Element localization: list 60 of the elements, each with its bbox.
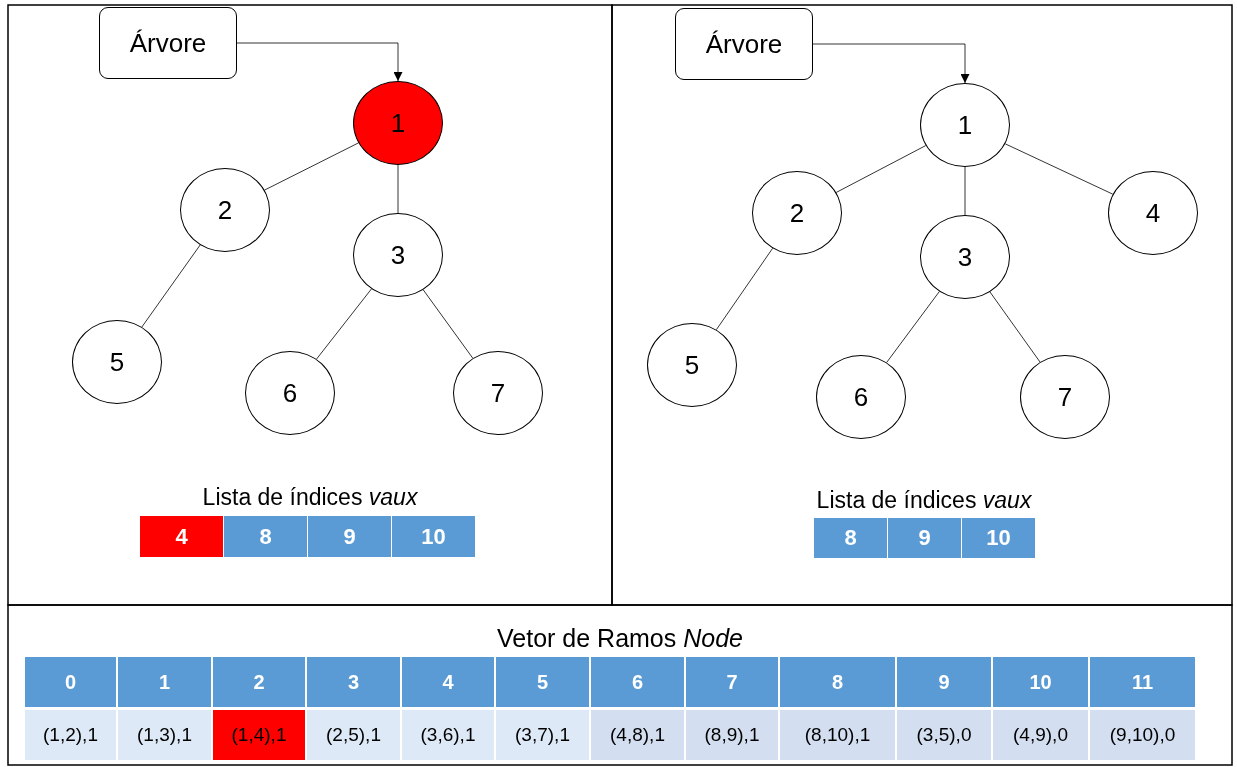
header-cell: 1: [118, 657, 211, 707]
connector-line: [716, 247, 773, 331]
branch-cell: (9,10),0: [1090, 710, 1195, 760]
tree-node-circle: 7: [1020, 355, 1110, 439]
tree-label-box: Árvore: [99, 7, 237, 79]
tree-node-circle: 2: [180, 168, 270, 252]
tree-node-circle: 5: [647, 323, 737, 407]
branch-cell: (1,3),1: [118, 710, 211, 760]
tree-node-circle: 1: [353, 81, 443, 165]
branch-cell: (1,2),1: [25, 710, 116, 760]
branch-cell: (3,7),1: [496, 710, 589, 760]
branch-cell: (8,9),1: [686, 710, 778, 760]
tree-node-circle: 3: [920, 215, 1010, 299]
tree-node-circle: 6: [245, 351, 335, 435]
tree-node-circle: 1: [920, 83, 1010, 167]
index-cell: 10: [392, 516, 475, 557]
header-cell: 3: [307, 657, 400, 707]
connector-line: [886, 291, 940, 363]
connector-line: [141, 244, 201, 328]
branch-cell: (4,9),0: [993, 710, 1088, 760]
connector-line: [397, 164, 399, 214]
vector-title: Vetor de Ramos Node: [496, 623, 744, 654]
tree-node-circle: 6: [816, 355, 906, 439]
connector-line: [1004, 143, 1114, 195]
list-title: Lista de índices vaux: [815, 486, 1033, 515]
tree-label-box: Árvore: [675, 8, 813, 80]
header-cell: 8: [780, 657, 895, 707]
connector-line: [422, 289, 474, 359]
index-cell: 9: [888, 518, 961, 558]
branch-cell: (4,8),1: [591, 710, 684, 760]
header-cell: 4: [402, 657, 494, 707]
header-cell: 5: [496, 657, 589, 707]
index-cell: 9: [308, 516, 391, 557]
branch-cell: (3,5),0: [897, 710, 991, 760]
header-cell: 6: [591, 657, 684, 707]
branch-cell: (3,6),1: [402, 710, 494, 760]
index-cell: 8: [224, 516, 307, 557]
tree-node-circle: 5: [72, 320, 162, 404]
connector-line: [316, 288, 372, 360]
branch-cell: (2,5),1: [307, 710, 400, 760]
header-cell: 0: [25, 657, 116, 707]
branch-cell: (1,4),1: [213, 710, 305, 760]
connector-line: [264, 142, 359, 191]
index-cell: 8: [814, 518, 887, 558]
connector-line: [835, 145, 927, 193]
header-cell: 7: [686, 657, 778, 707]
tree-node-circle: 3: [353, 213, 443, 297]
branch-cell: (8,10),1: [780, 710, 895, 760]
list-title: Lista de índices vaux: [201, 483, 419, 512]
index-cell: 10: [962, 518, 1035, 558]
connector-line: [989, 291, 1041, 363]
tree-node-circle: 2: [752, 171, 842, 255]
index-cell: 4: [140, 516, 223, 557]
header-cell: 9: [897, 657, 991, 707]
header-cell: 11: [1090, 657, 1195, 707]
header-cell: 2: [213, 657, 305, 707]
tree-node-circle: 4: [1108, 171, 1198, 255]
header-cell: 10: [993, 657, 1088, 707]
connector-line: [964, 166, 966, 216]
tree-node-circle: 7: [453, 351, 543, 435]
